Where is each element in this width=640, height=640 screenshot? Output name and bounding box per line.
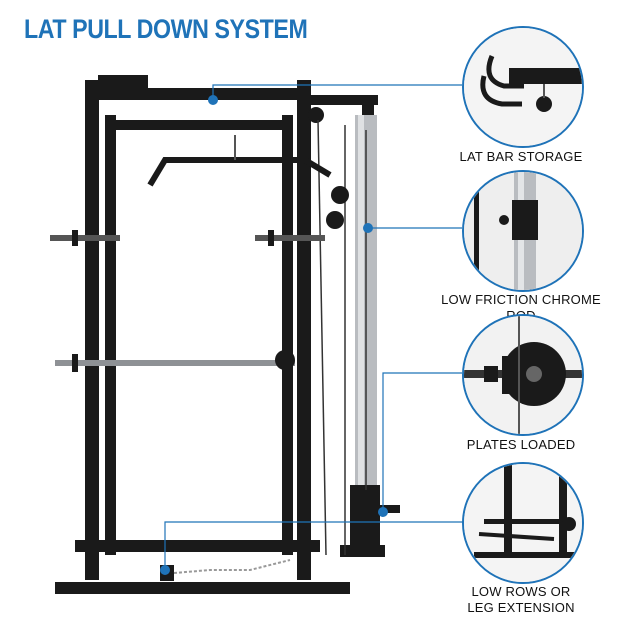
plates-loaded-detail-icon xyxy=(462,314,584,436)
callout-caption-low-rows: LOW ROWS OR LEG EXTENSION xyxy=(467,584,575,615)
chrome-rod-detail-icon xyxy=(462,170,584,292)
callout-caption-plates-loaded: PLATES LOADED xyxy=(466,437,576,452)
low-rows-detail-icon xyxy=(462,462,584,584)
page-title: LAT PULL DOWN SYSTEM xyxy=(24,14,308,44)
callout-caption-lat-bar-storage: LAT BAR STORAGE xyxy=(459,149,583,164)
lat-bar-storage-detail-icon xyxy=(462,26,584,148)
